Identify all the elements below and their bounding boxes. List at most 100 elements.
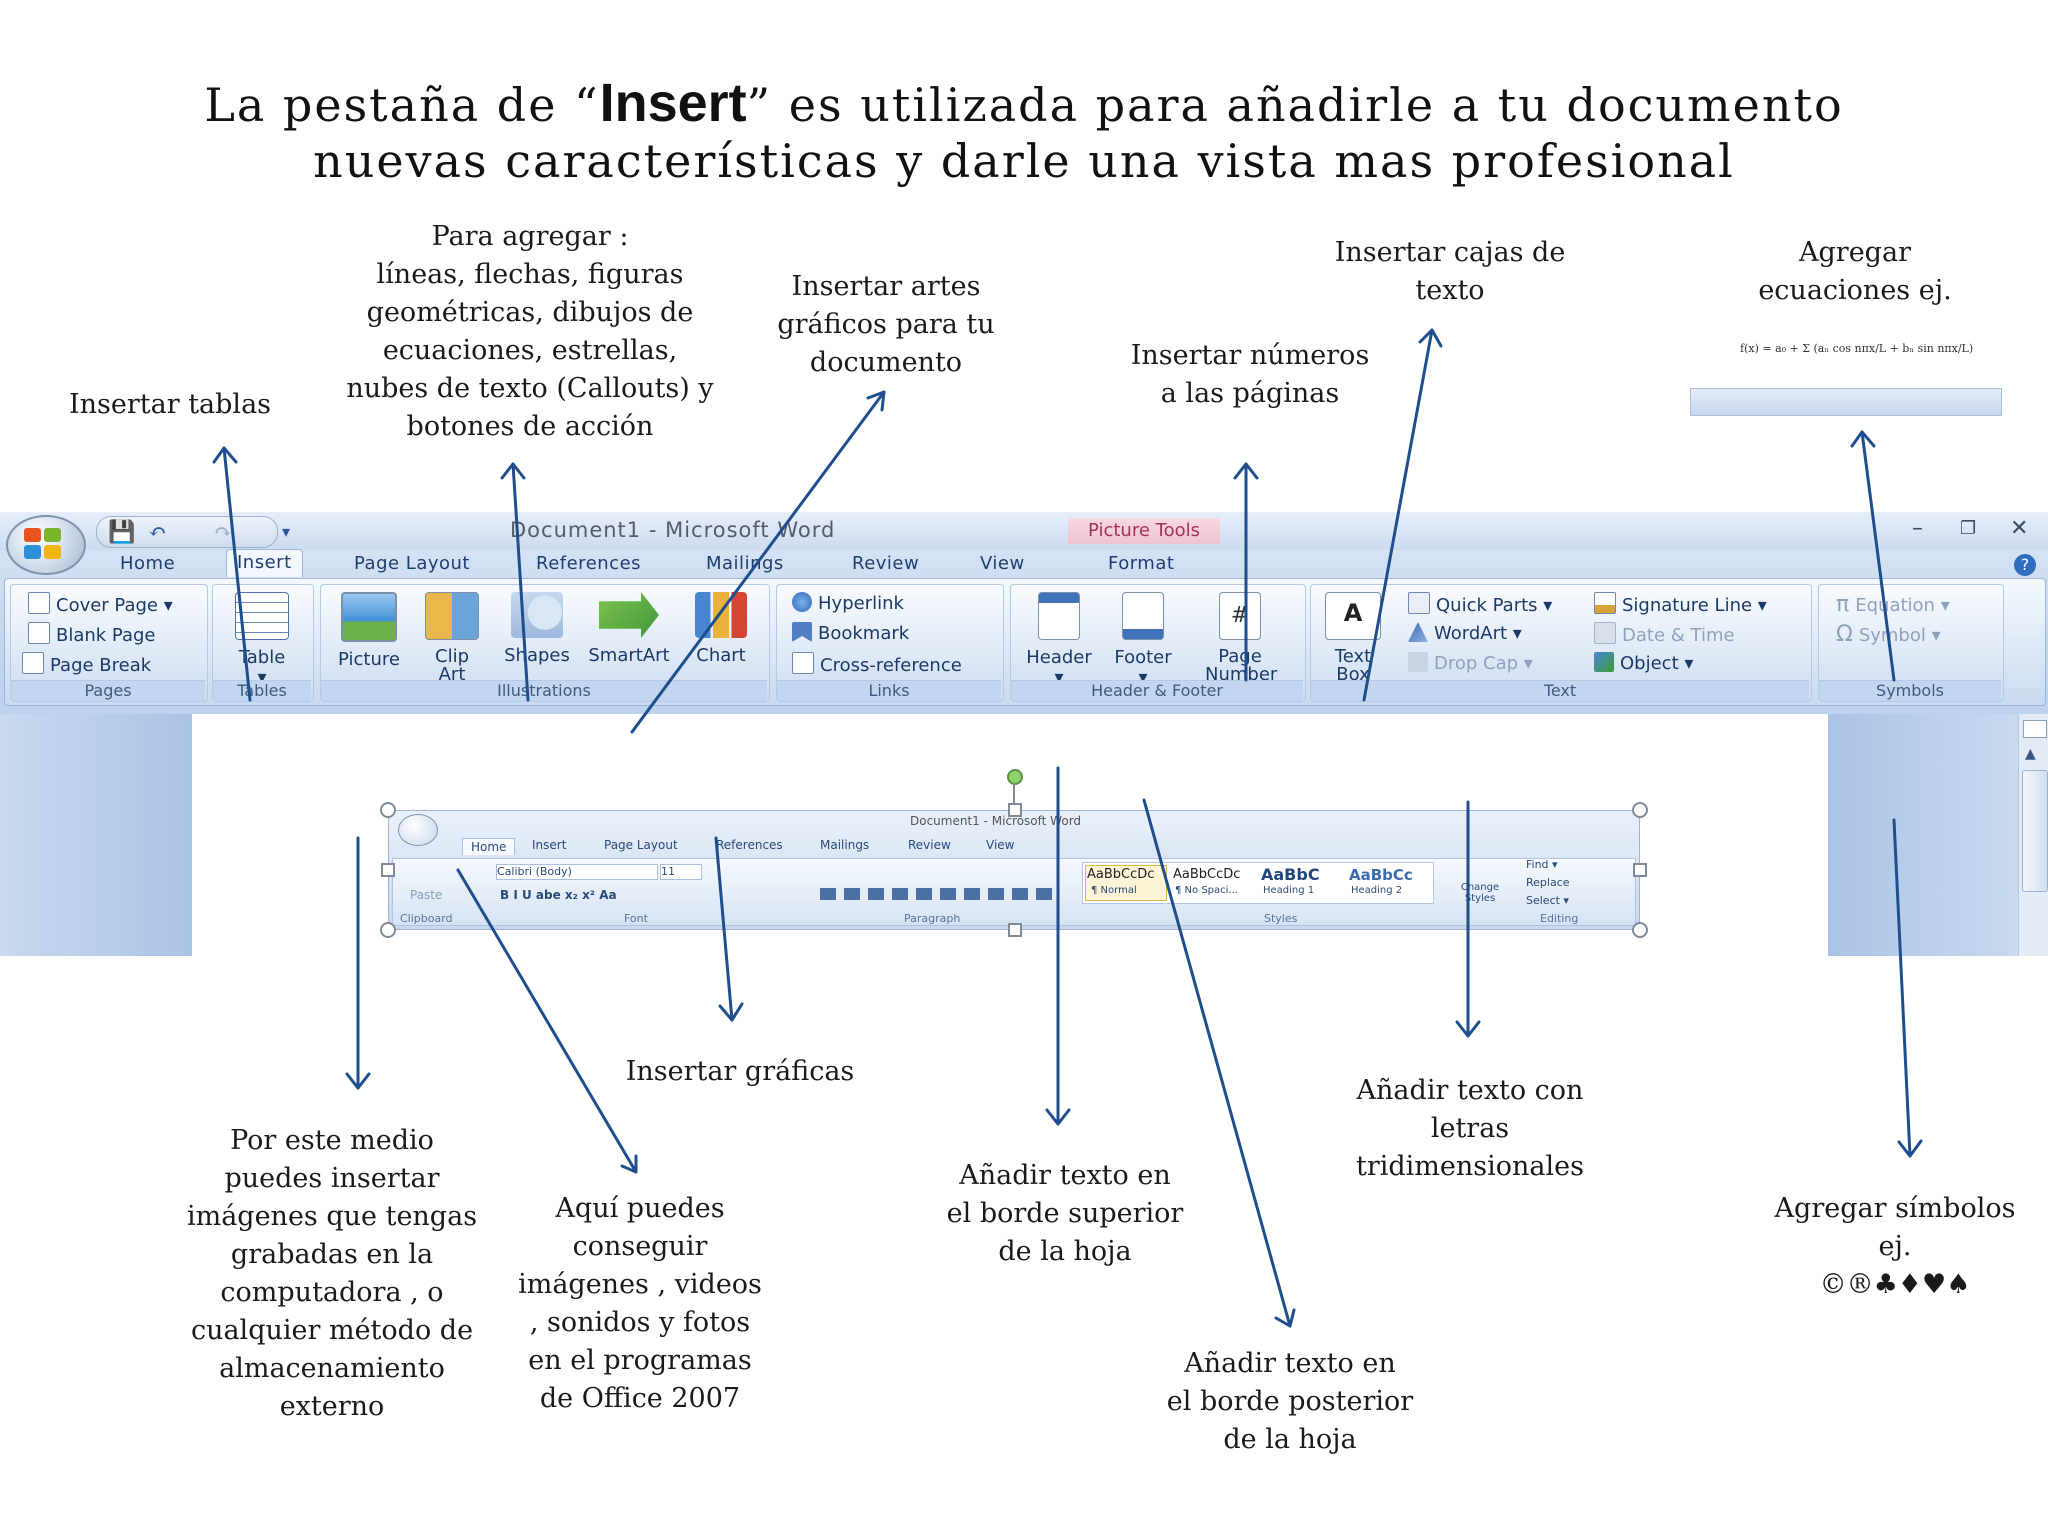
picture-button[interactable]: Picture	[330, 592, 408, 670]
resize-handle-bottom-right[interactable]	[1632, 922, 1648, 938]
mini-style-name-2: ¶ No Spaci...	[1175, 885, 1238, 896]
redo-icon[interactable]: ↷	[214, 520, 233, 545]
annotation-header: Añadir texto en el borde superior de la …	[946, 1160, 1184, 1267]
qat-customize-icon[interactable]: ▾	[282, 522, 291, 541]
chart-icon	[695, 592, 747, 638]
arrow-picture-head	[345, 1072, 371, 1090]
scroll-thumb[interactable]	[2022, 770, 2048, 892]
restore-icon[interactable]: ❐	[1960, 518, 1977, 539]
group-label-links: Links	[777, 680, 1001, 701]
mini-group-paragraph: Paragraph	[904, 912, 961, 925]
tab-view[interactable]: View	[980, 553, 1025, 574]
mini-group-clipboard: Clipboard	[400, 912, 453, 925]
cover-page-button[interactable]: Cover Page ▾	[28, 592, 173, 616]
undo-icon[interactable]: ↶	[148, 520, 167, 545]
annotation-cajas: Insertar cajas de texto	[1334, 237, 1566, 306]
smartart-button[interactable]: SmartArt	[582, 592, 676, 666]
close-icon[interactable]: ✕	[2010, 516, 2029, 541]
clip-art-icon	[425, 592, 479, 640]
title-text-before: La pestaña de “	[204, 78, 600, 132]
mini-style-1: AaBbCcDc	[1087, 867, 1155, 882]
arrow-header-head	[1045, 1108, 1071, 1126]
tab-home[interactable]: Home	[120, 553, 176, 574]
resize-handle-top-right[interactable]	[1632, 802, 1648, 818]
resize-handle-bottom[interactable]	[1008, 923, 1022, 937]
equation-ribbon-thumbnail	[1690, 388, 2002, 416]
resize-handle-top[interactable]	[1008, 803, 1022, 817]
picture-tools-label: Picture Tools	[1068, 518, 1220, 544]
arrow-smartart-head	[866, 390, 886, 412]
header-button[interactable]: Header▾	[1016, 592, 1102, 688]
cover-page-icon	[28, 592, 50, 614]
help-icon[interactable]: ?	[2014, 554, 2036, 576]
title-text-after: ” es utilizada para añadirle a tu docume…	[746, 78, 1844, 132]
tab-references[interactable]: References	[536, 553, 642, 574]
tab-mailings[interactable]: Mailings	[706, 553, 784, 574]
wordart-button[interactable]: WordArt ▾	[1408, 622, 1522, 644]
footer-button[interactable]: Footer▾	[1100, 592, 1186, 688]
page-break-button[interactable]: Page Break	[22, 652, 151, 676]
mini-font-size: 11	[660, 864, 702, 880]
mini-group-styles: Styles	[1264, 912, 1298, 925]
tab-format[interactable]: Format	[1108, 553, 1175, 574]
group-label-illustrations: Illustrations	[321, 680, 767, 701]
rotate-handle[interactable]	[1007, 769, 1023, 785]
page-number-icon: #	[1219, 592, 1261, 640]
mini-tab-view: View	[986, 838, 1015, 852]
signature-line-button[interactable]: Signature Line ▾	[1594, 592, 1767, 616]
quick-parts-button[interactable]: Quick Parts ▾	[1408, 592, 1552, 616]
tab-insert[interactable]: Insert	[226, 549, 303, 577]
mini-font-name: Calibri (Body)	[496, 864, 658, 880]
date-time-button[interactable]: Date & Time	[1594, 622, 1735, 646]
hyperlink-button[interactable]: Hyperlink	[792, 592, 904, 614]
cross-reference-button[interactable]: Cross-reference	[792, 652, 962, 676]
tab-review[interactable]: Review	[852, 553, 920, 574]
resize-handle-bottom-left[interactable]	[380, 922, 396, 938]
shapes-button[interactable]: Shapes	[496, 592, 578, 666]
arrow-wordart-head	[1455, 1020, 1481, 1038]
blank-page-button[interactable]: Blank Page	[28, 622, 156, 646]
table-icon	[235, 592, 289, 640]
bookmark-icon	[792, 622, 812, 642]
cross-reference-icon	[792, 652, 814, 674]
chart-button[interactable]: Chart	[682, 592, 760, 666]
tab-page-layout[interactable]: Page Layout	[354, 553, 470, 574]
slide-title-line2: nuevas características y darle una vista…	[313, 134, 1735, 188]
scroll-up-icon[interactable]: ▲	[2025, 746, 2036, 762]
annotation-numeros: Insertar números a las páginas	[1130, 340, 1370, 409]
mini-paste: Paste	[410, 888, 443, 902]
right-gutter	[1828, 714, 2018, 956]
wordart-icon	[1408, 622, 1428, 642]
table-button[interactable]: Table▾	[222, 592, 302, 688]
object-button[interactable]: Object ▾	[1594, 652, 1693, 674]
mini-find: Find ▾	[1526, 858, 1558, 871]
clip-art-button[interactable]: Clip Art	[414, 592, 490, 685]
annotation-smartart: Insertar artes gráficos para tu document…	[777, 271, 995, 378]
annotation-simbolos: Agregar símbolos ej. ©®♣♦♥♠	[1774, 1193, 2016, 1300]
annotation-imagenes: Por este medio puedes insertar imágenes …	[186, 1125, 478, 1422]
ruler-toggle-icon[interactable]	[2023, 720, 2047, 738]
annotation-clipart: Aquí puedes conseguir imágenes , videos …	[518, 1193, 762, 1414]
smartart-icon	[599, 592, 659, 638]
resize-handle-left[interactable]	[381, 863, 395, 877]
date-time-icon	[1594, 622, 1616, 644]
drop-cap-button[interactable]: Drop Cap ▾	[1408, 652, 1533, 674]
mini-tab-review: Review	[908, 838, 951, 852]
mini-style-name-4: Heading 2	[1351, 885, 1403, 896]
page-number-button[interactable]: # Page Number ▾	[1184, 592, 1296, 703]
minimize-icon[interactable]: –	[1912, 516, 1923, 541]
mini-replace: Replace	[1526, 876, 1570, 889]
arrow-symbol-head	[1897, 1139, 1923, 1158]
resize-handle-top-left[interactable]	[380, 802, 396, 818]
save-icon[interactable]: 💾	[108, 520, 136, 545]
quick-parts-icon	[1408, 592, 1430, 614]
resize-handle-right[interactable]	[1633, 863, 1647, 877]
footer-icon	[1122, 592, 1164, 640]
vertical-scrollbar[interactable]: ▲	[2018, 714, 2048, 956]
title-bar	[0, 512, 2048, 550]
arrow-shapes-head	[500, 462, 526, 480]
bookmark-button[interactable]: Bookmark	[792, 622, 909, 644]
arrow-chart-head	[718, 1002, 744, 1022]
